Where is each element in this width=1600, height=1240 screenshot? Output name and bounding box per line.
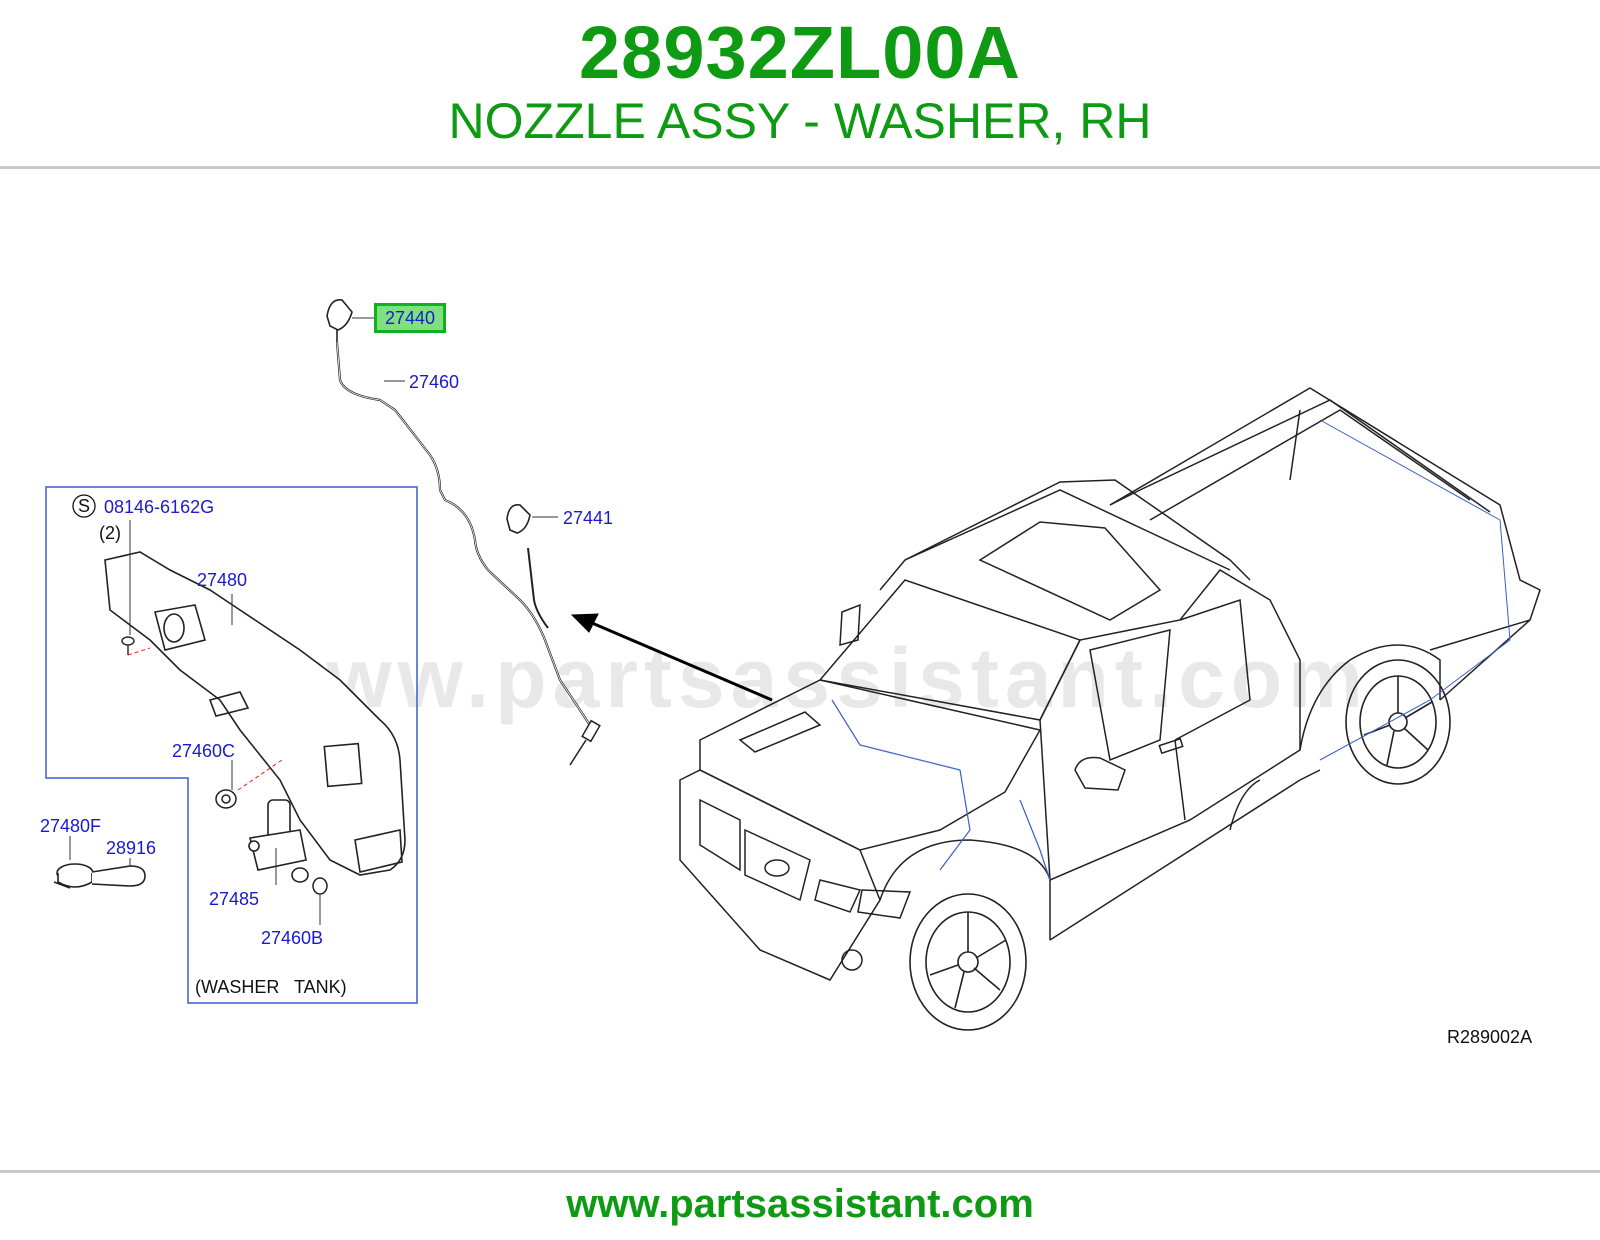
parts-diagram: 27460 27441 S 08146-6162G (2) 27480 2746… bbox=[40, 299, 1541, 1047]
page-header: 28932ZL00A NOZZLE ASSY - WASHER, RH bbox=[0, 0, 1600, 168]
watermark-text: www.partsassistant.com bbox=[255, 631, 1369, 725]
label-27460C: 27460C bbox=[172, 741, 235, 761]
grommet-part bbox=[215, 789, 237, 809]
label-08146-6162G: 08146-6162G bbox=[104, 497, 214, 517]
filler-cap-part bbox=[53, 863, 146, 889]
label-quantity-2: (2) bbox=[99, 523, 121, 543]
label-washer-tank: (WASHER TANK) bbox=[195, 977, 347, 997]
part-description: NOZZLE ASSY - WASHER, RH bbox=[448, 93, 1152, 149]
nozzle-rh-part bbox=[326, 299, 353, 342]
truck-hose-route bbox=[831, 699, 1051, 881]
footer-url-link[interactable]: www.partsassistant.com bbox=[566, 1182, 1034, 1226]
label-27460: 27460 bbox=[409, 372, 459, 392]
nozzle-lh-part bbox=[506, 503, 531, 534]
nozzle-lh-hose bbox=[527, 547, 549, 629]
washer-tank-part bbox=[104, 551, 406, 876]
label-27480: 27480 bbox=[197, 570, 247, 590]
direction-arrow bbox=[570, 613, 773, 702]
front-wheel bbox=[909, 893, 1027, 1031]
rear-wheel bbox=[1345, 659, 1451, 785]
footer-divider bbox=[0, 1170, 1600, 1173]
pump-grommet-part bbox=[312, 877, 328, 895]
s-symbol-label: S bbox=[78, 496, 90, 516]
label-ref-code: R289002A bbox=[1447, 1027, 1532, 1047]
truck-illustration bbox=[679, 387, 1541, 981]
washer-tank-inset-frame bbox=[45, 486, 418, 1004]
washer-pump-part bbox=[248, 799, 309, 883]
label-27440[interactable]: 27440 bbox=[384, 308, 436, 328]
part-number-title: 28932ZL00A bbox=[579, 11, 1021, 94]
header-divider bbox=[0, 166, 1600, 169]
label-27480F: 27480F bbox=[40, 816, 101, 836]
washer-hose-part bbox=[335, 341, 594, 731]
label-27441: 27441 bbox=[563, 508, 613, 528]
label-28916: 28916 bbox=[106, 838, 156, 858]
screw-part bbox=[121, 636, 135, 655]
s-symbol-circle bbox=[72, 494, 96, 518]
hose-connector bbox=[569, 719, 601, 766]
label-27460B: 27460B bbox=[261, 928, 323, 948]
highlighted-part-callout[interactable] bbox=[374, 303, 446, 333]
label-27485: 27485 bbox=[209, 889, 259, 909]
